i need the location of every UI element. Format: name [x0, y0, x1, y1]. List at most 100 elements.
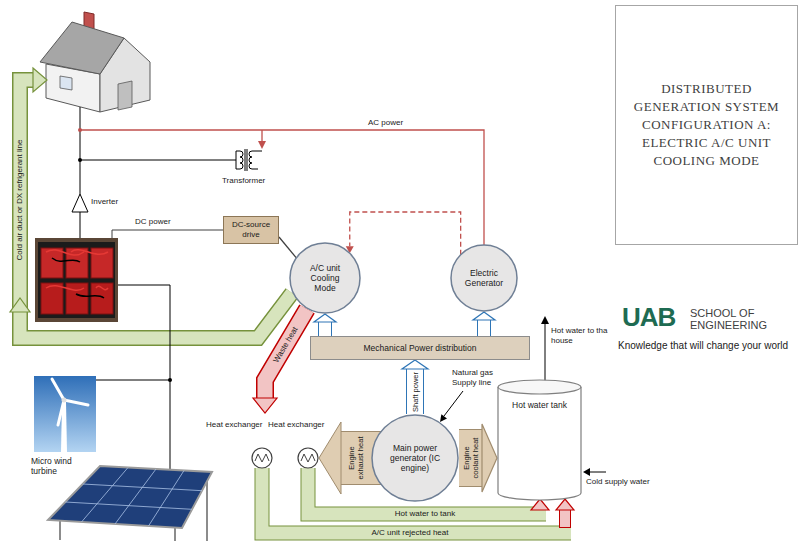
arrow-fill — [560, 510, 570, 527]
generator-circle: Electric Generator — [450, 244, 518, 312]
heat-exchanger-coil — [301, 454, 315, 462]
battery-cell — [66, 283, 88, 314]
text-holder: Electric Generator — [450, 244, 518, 312]
arrow-outline — [265, 309, 307, 399]
node-text: Main power generator (IC engine) — [384, 443, 446, 474]
arrowhead — [583, 468, 590, 476]
gas-supply-leader — [440, 391, 463, 422]
transformer-symbol — [236, 149, 262, 171]
ac-power-line — [80, 130, 484, 245]
text-holder: Main power generator (IC engine) — [371, 414, 459, 502]
distribution-box: Mechanical Power distribution — [310, 336, 530, 360]
water-tank: Hot water tank — [497, 380, 582, 500]
flow-label: Waste heat — [271, 324, 301, 365]
turbine-hub — [62, 398, 67, 403]
arrowhead — [556, 499, 574, 510]
turbine-blades — [52, 379, 88, 425]
arrowhead — [531, 499, 549, 510]
power-label: AC power — [368, 118, 403, 128]
edge-label: Engine coolant heat — [462, 435, 480, 481]
battery-cell — [91, 248, 113, 278]
arrow-fill — [265, 309, 307, 399]
inverter-symbol — [72, 194, 88, 212]
battery-backdrop — [35, 238, 118, 322]
arrow-outline — [406, 369, 424, 414]
arrowhead — [319, 422, 341, 494]
power-arrowhead — [258, 141, 266, 149]
ac-power-line — [261, 130, 262, 142]
arrow-fill — [407, 369, 423, 414]
circle-outline — [372, 415, 458, 501]
dc-wire — [112, 230, 226, 238]
text-column: A/C unit Cooling Mode — [300, 263, 350, 294]
transformer-winding — [249, 151, 252, 169]
logo-mark: UAB — [622, 303, 675, 331]
waste-heat-arrow — [253, 309, 307, 413]
arrow-fill — [478, 320, 490, 336]
coolant-heat-arrow — [459, 424, 497, 492]
arrow-outline — [318, 322, 332, 336]
mechanical-drive-arrow — [314, 314, 336, 336]
electric-supply-line — [346, 212, 461, 255]
duct-outline — [20, 80, 292, 338]
solar-panel-photo — [48, 466, 212, 541]
drive-box: DC-source drive — [223, 216, 279, 244]
battery-backdrop — [38, 242, 115, 318]
pipe-label: Hot water to tank — [394, 509, 456, 519]
sky-backdrop — [34, 376, 96, 452]
transformer-winding — [240, 151, 243, 169]
node-text: Hot water tank — [512, 400, 567, 410]
house-icon — [40, 12, 150, 112]
text-column: DC-source drive — [228, 220, 274, 239]
battery-cell — [66, 248, 88, 278]
battery-cell — [41, 283, 63, 314]
text-column: Mechanical Power distribution — [364, 343, 477, 353]
duct-arrowhead — [10, 298, 30, 312]
arrow-outline — [559, 510, 571, 528]
heat-exchanger-coil — [255, 454, 269, 462]
connector-line — [350, 212, 461, 255]
flow-label: Cold supply water — [586, 477, 650, 487]
leader-line — [444, 391, 463, 416]
house-door — [118, 81, 132, 110]
transformer-lead — [236, 151, 240, 169]
arrowhead — [473, 312, 495, 320]
panel-grid — [65, 468, 202, 527]
circle-outline — [290, 243, 360, 313]
node-text: Mechanical Power distribution — [364, 343, 477, 353]
text-column: Main power generator (IC engine) — [384, 443, 446, 474]
house-roof — [40, 22, 124, 74]
arrowhead — [482, 424, 497, 492]
drive-link-line — [279, 237, 296, 258]
battery-cable — [46, 250, 108, 291]
tank-body — [498, 387, 581, 500]
cold-air-duct — [10, 68, 292, 338]
transformer-core — [245, 149, 247, 171]
ac-unit-circle: A/C unit Cooling Mode — [289, 242, 361, 314]
hot-water-outlet — [545, 322, 546, 381]
node-text: DC-source drive — [228, 220, 274, 239]
duct-arrowhead — [33, 68, 47, 92]
supply-label: Natural gas Supply line — [452, 368, 502, 388]
tank-top — [498, 380, 581, 394]
heat-exchanger-symbols — [252, 448, 318, 468]
arrow-fill — [319, 322, 331, 336]
junction-dot — [78, 158, 82, 162]
water-tank-outline — [497, 380, 582, 500]
power-label: DC power — [135, 217, 171, 227]
junction-dot — [168, 378, 172, 382]
arrow-fill — [459, 430, 482, 486]
node-text: Electric Generator — [459, 268, 509, 288]
symbol-label: Transformer — [222, 176, 265, 186]
duct-label: Cold air duct or DX refrigerant line — [15, 139, 25, 262]
circle-outline — [451, 245, 517, 311]
battery-photo — [35, 238, 118, 322]
box-outline — [224, 217, 279, 244]
ac-wire — [80, 107, 236, 238]
logo-tagline: Knowledge that will change your world — [618, 340, 788, 352]
arrowhead — [402, 360, 428, 369]
flow-label: Hot water to tha house — [551, 326, 619, 346]
cold-water-inlet — [589, 472, 606, 473]
wind-turbine-photo — [34, 376, 96, 452]
